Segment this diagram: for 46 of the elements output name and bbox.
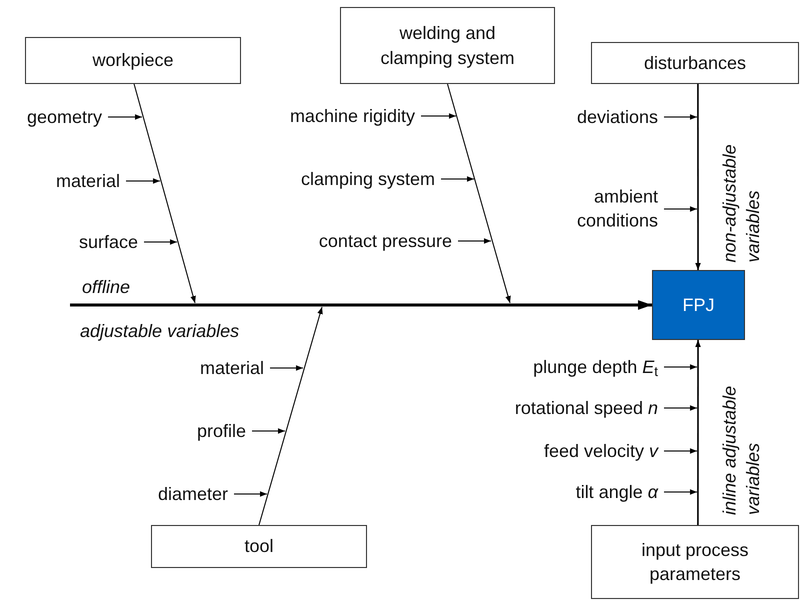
category-box: tool [151, 525, 367, 568]
arrow [252, 428, 286, 434]
cause-label: diameter [158, 482, 228, 506]
arrow [258, 306, 323, 526]
cause-label: machine rigidity [290, 104, 415, 128]
cause-label: tilt angle α [576, 480, 658, 504]
arrow [270, 365, 304, 371]
spine-caption: adjustable variables [80, 321, 240, 343]
arrow [695, 340, 701, 525]
arrow [440, 176, 474, 182]
arrow [664, 448, 698, 454]
cause-label: rotational speed n [514, 396, 658, 420]
target-box: FPJ [652, 270, 745, 340]
arrow [144, 239, 178, 245]
category-box: disturbances [591, 42, 799, 84]
arrow [70, 300, 652, 310]
cause-label: deviations [576, 104, 658, 130]
spine-caption: offline [82, 277, 130, 299]
arrow [234, 491, 268, 497]
arrow [695, 84, 701, 270]
arrow [420, 113, 456, 119]
arrow [126, 178, 160, 184]
cause-label: contact pressure [318, 228, 452, 254]
arrow [108, 114, 142, 120]
arrow [664, 114, 698, 120]
cause-label: ambient conditions [548, 184, 658, 234]
axis-caption: inline adjustable variables [718, 384, 764, 515]
category-box: welding and clamping system [340, 7, 555, 84]
arrow [664, 364, 698, 370]
cause-label: plunge depth E$_{t}$ [533, 354, 658, 380]
cause-label: profile [196, 418, 246, 444]
category-box: input process parameters [591, 525, 799, 599]
cause-label: surface [78, 230, 138, 254]
category-box: workpiece [25, 37, 241, 84]
cause-label: material [56, 168, 120, 194]
arrow [664, 405, 698, 411]
arrow [664, 206, 698, 212]
arrow [134, 84, 196, 304]
arrow [664, 489, 698, 495]
cause-label: material [200, 356, 264, 380]
arrow [458, 238, 492, 244]
axis-caption: non-adjustable variables [718, 143, 764, 262]
cause-label: feed velocity v [544, 438, 658, 464]
cause-label: geometry [26, 104, 102, 130]
arrow [447, 84, 511, 304]
cause-label: clamping system [300, 166, 435, 192]
